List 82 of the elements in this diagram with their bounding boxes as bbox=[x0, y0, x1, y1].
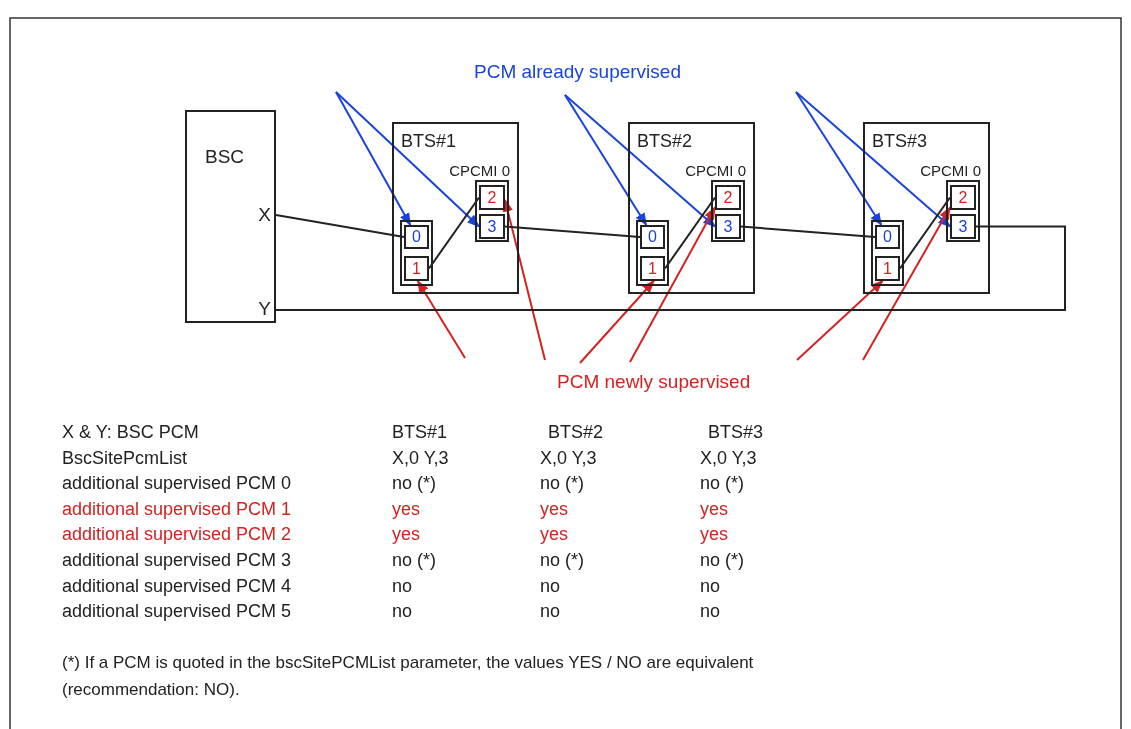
arrow bbox=[335, 91, 412, 227]
row-label: additional supervised PCM 1 bbox=[62, 498, 292, 520]
column-header: BTS#1 bbox=[392, 422, 448, 443]
connection-line bbox=[740, 225, 876, 238]
port-box: 1 bbox=[875, 256, 900, 281]
port-box: 1 bbox=[404, 256, 429, 281]
connection-line bbox=[664, 196, 716, 270]
group-heading: CPCMI 0 bbox=[685, 162, 746, 179]
port-label: X bbox=[240, 203, 276, 227]
station-title: BTS#3 bbox=[872, 131, 928, 152]
row-label: additional supervised PCM 4 bbox=[62, 575, 292, 597]
callout-label: PCM already supervised bbox=[474, 61, 681, 83]
table-value: no (*) bbox=[540, 550, 584, 571]
port-box: 0 bbox=[640, 225, 665, 249]
row-label: additional supervised PCM 2 bbox=[62, 524, 292, 546]
arrow bbox=[502, 198, 546, 361]
port-box: 2 bbox=[950, 185, 976, 210]
table-value: no (*) bbox=[700, 550, 744, 571]
row-label: additional supervised PCM 0 bbox=[62, 473, 292, 495]
port-box: 2 bbox=[715, 185, 741, 210]
table-value: yes bbox=[700, 498, 728, 520]
row-label: BscSitePcmList bbox=[62, 447, 188, 469]
port-box: 3 bbox=[950, 214, 976, 239]
table-value: no bbox=[540, 575, 561, 597]
arrow bbox=[335, 91, 480, 228]
arrow bbox=[564, 94, 648, 227]
port-group-frame bbox=[636, 220, 669, 286]
callout-label: PCM newly supervised bbox=[557, 371, 751, 393]
table-value: X,0 Y,3 bbox=[392, 447, 449, 469]
station-title: BTS#2 bbox=[637, 131, 693, 152]
column-header: BTS#3 bbox=[708, 422, 764, 443]
port-box: 1 bbox=[640, 256, 665, 281]
table-value: yes bbox=[700, 524, 728, 546]
group-heading: CPCMI 0 bbox=[920, 162, 981, 179]
arrow bbox=[862, 206, 951, 361]
table-value: yes bbox=[392, 524, 420, 546]
table-value: no (*) bbox=[700, 473, 744, 495]
table-value: no bbox=[700, 601, 721, 623]
connection-line bbox=[899, 196, 951, 270]
table-value: yes bbox=[540, 524, 568, 546]
connection-line bbox=[504, 225, 641, 238]
arrow bbox=[564, 94, 716, 228]
connection-line bbox=[275, 214, 405, 238]
port-box: 0 bbox=[875, 225, 900, 249]
station-box bbox=[628, 122, 755, 294]
row-label: additional supervised PCM 3 bbox=[62, 550, 292, 571]
footnote: (*) If a PCM is quoted in the bscSitePCMList parameter, the values YES / NO are equivalent (recommendation: NO). bbox=[62, 652, 755, 701]
station-title: BTS#1 bbox=[401, 131, 457, 152]
port-group-frame bbox=[400, 220, 433, 286]
table-value: no bbox=[700, 575, 721, 597]
column-header: BTS#2 bbox=[548, 422, 604, 443]
table-value: no bbox=[392, 575, 413, 597]
table-value: yes bbox=[540, 498, 568, 520]
port-group-frame bbox=[871, 220, 904, 286]
arrow bbox=[579, 280, 655, 364]
table-value: X,0 Y,3 bbox=[700, 447, 757, 469]
table-value: no (*) bbox=[392, 473, 436, 495]
port-box: 2 bbox=[479, 185, 505, 210]
connection-line bbox=[275, 225, 1066, 311]
port-box: 3 bbox=[715, 214, 741, 239]
row-label: additional supervised PCM 5 bbox=[62, 601, 292, 623]
table-value: no (*) bbox=[540, 473, 584, 495]
table-value: yes bbox=[392, 498, 420, 520]
controller-title: BSC bbox=[205, 146, 245, 168]
port-label: Y bbox=[240, 297, 276, 321]
arrow bbox=[629, 206, 716, 363]
arrow bbox=[796, 280, 884, 361]
table-value: no (*) bbox=[392, 550, 436, 571]
station-box bbox=[863, 122, 990, 294]
arrow bbox=[416, 279, 466, 359]
connection-line bbox=[428, 196, 480, 270]
table-value: X,0 Y,3 bbox=[540, 447, 597, 469]
table-value: no bbox=[540, 601, 561, 623]
group-heading: CPCMI 0 bbox=[449, 162, 510, 179]
arrow bbox=[795, 91, 951, 228]
controller-box bbox=[185, 110, 276, 323]
port-box: 0 bbox=[404, 225, 429, 249]
table-value: no bbox=[392, 601, 413, 623]
port-box: 3 bbox=[479, 214, 505, 239]
station-box bbox=[392, 122, 519, 294]
row-label: X & Y: BSC PCM bbox=[62, 422, 199, 443]
arrow bbox=[795, 91, 883, 227]
